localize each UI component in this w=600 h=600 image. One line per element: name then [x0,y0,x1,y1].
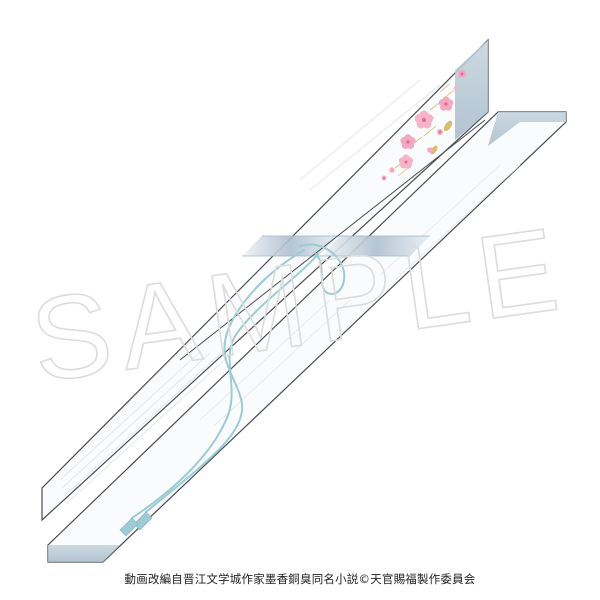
copyright-notice: 動画改編自晋江文学城作家墨香銅臭同名小説©天官賜福製作委員会 [124,572,476,586]
cord-right [131,253,319,519]
front-strip-bottom-cap [48,545,120,562]
back-strip-end-cap [455,40,488,140]
cord-loop-upper [299,243,346,295]
cord-group [131,243,346,519]
cord-left [145,249,305,513]
front-strip-pleats [199,164,521,426]
fold-band-front [322,236,430,256]
tassel-icon [119,511,153,537]
plum-blossom-icon [381,70,466,181]
front-strip-top-cap [488,112,566,146]
back-strip-pleats [59,79,441,505]
fold-divider [179,119,486,361]
fold-band-back [242,236,338,256]
fold-band [242,235,430,257]
front-strip [47,111,567,563]
